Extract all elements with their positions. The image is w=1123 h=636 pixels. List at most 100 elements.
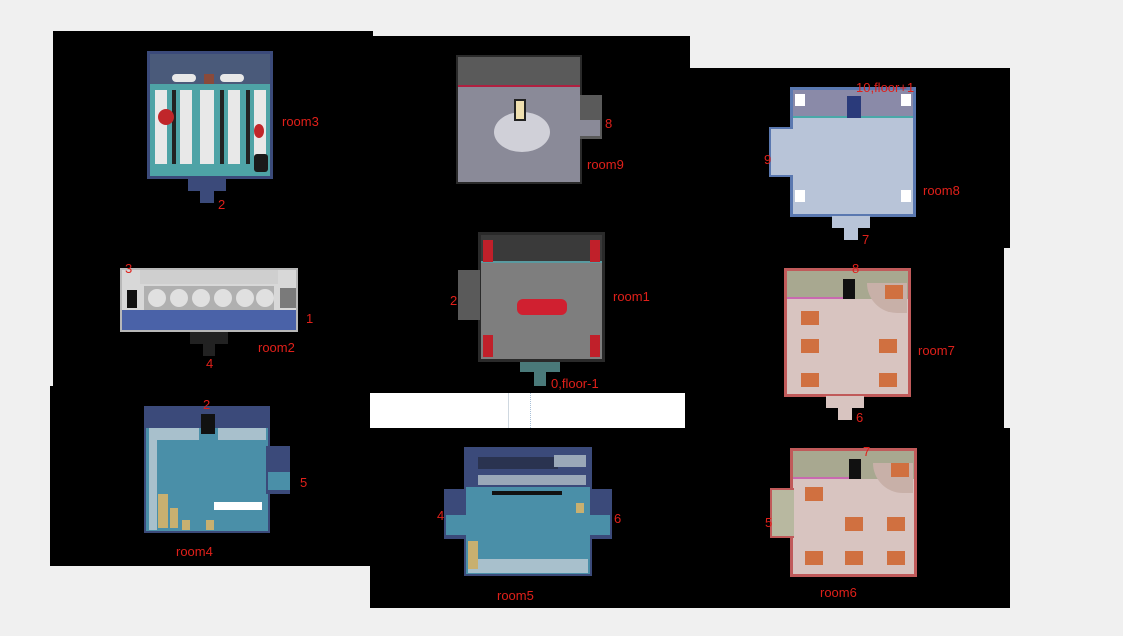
machine-icon [246, 90, 250, 164]
table-icon [805, 551, 823, 565]
room1-exit [520, 362, 560, 372]
room8-door-left: 9 [764, 152, 772, 167]
room3-map[interactable] [147, 51, 273, 179]
room6-map[interactable] [790, 448, 917, 577]
room2-side [280, 288, 296, 308]
door-icon [843, 279, 855, 299]
room6-door-top: 7 [863, 444, 871, 459]
counter [468, 559, 588, 573]
table-icon [887, 551, 905, 565]
bin-icon [254, 154, 268, 172]
room8-side [769, 127, 793, 177]
table-icon [891, 463, 909, 477]
room9-door-right: 8 [605, 116, 613, 131]
machine-icon [155, 90, 167, 164]
statue-icon [514, 99, 526, 121]
pillar-icon [901, 94, 911, 106]
map-panel-gap [685, 393, 695, 428]
fan-icon [236, 289, 254, 307]
pillar-icon [795, 94, 805, 106]
room8-door-top: 10,floor+1 [856, 80, 915, 95]
room2-wall [140, 270, 278, 284]
door-icon [849, 459, 861, 479]
fan-icon [170, 289, 188, 307]
room3-exit [200, 191, 214, 203]
room4-map[interactable] [144, 406, 270, 533]
room1-door-bottom: 0,floor-1 [551, 376, 599, 391]
box-icon [204, 74, 214, 84]
fan-icon [192, 289, 210, 307]
room4-door-top: 2 [203, 397, 211, 412]
blood-stain-icon [158, 109, 174, 125]
room1-exit [534, 372, 546, 386]
room3-label: room3 [282, 114, 319, 129]
table-icon [517, 299, 567, 315]
pillar-icon [483, 240, 493, 262]
room5-map[interactable] [464, 447, 592, 576]
room1-side [458, 270, 480, 320]
room2-door-bottom: 4 [206, 356, 214, 371]
table-icon [801, 373, 819, 387]
room6-side [770, 488, 794, 538]
table-icon [879, 339, 897, 353]
fan-icon [256, 289, 274, 307]
table-icon [879, 373, 897, 387]
crate-icon [468, 541, 478, 569]
room2-map[interactable] [120, 268, 298, 332]
shelf [554, 455, 586, 467]
divider-line [508, 393, 509, 428]
room8-label: room8 [923, 183, 960, 198]
counter [478, 475, 586, 485]
room9-wall-stripe [458, 85, 580, 87]
room2-door-topleft: 3 [125, 261, 133, 276]
stove-row [478, 457, 558, 469]
table-icon [845, 517, 863, 531]
table-icon [845, 551, 863, 565]
room7-wall-stripe [787, 297, 847, 299]
door-icon [201, 414, 215, 434]
room5-side-right-inner [590, 515, 610, 535]
room6-wall-stripe [793, 477, 853, 479]
room8-map[interactable] [790, 87, 916, 217]
room1-map[interactable] [478, 232, 605, 362]
door-icon [127, 290, 137, 308]
room1-wall-stripe [481, 261, 602, 263]
room6-door-left: 5 [765, 515, 773, 530]
counter [149, 440, 157, 530]
room1-wall [481, 235, 602, 263]
room9-label: room9 [587, 157, 624, 172]
room3-exit [188, 179, 226, 191]
blank-strip [370, 393, 685, 428]
table-icon [887, 517, 905, 531]
room6-label: room6 [820, 585, 857, 600]
pillar-icon [590, 240, 600, 262]
room7-door-bottom: 6 [856, 410, 864, 425]
room7-map[interactable] [784, 268, 911, 397]
room1-label: room1 [613, 289, 650, 304]
room8-door-bottom: 7 [862, 232, 870, 247]
room9-map[interactable] [456, 55, 582, 184]
room5-door-right: 6 [614, 511, 622, 526]
table-icon [801, 311, 819, 325]
room5-side-left-inner [446, 515, 466, 535]
machine-icon [228, 90, 240, 164]
room5-door-left: 4 [437, 508, 445, 523]
blood-stain-icon [254, 124, 264, 138]
table-icon [214, 502, 262, 510]
counter-rail [492, 491, 562, 495]
room5-label: room5 [497, 588, 534, 603]
crate-icon [576, 503, 584, 513]
table-icon [885, 285, 903, 299]
arrow-icon [220, 74, 244, 82]
machine-icon [200, 90, 214, 164]
table-icon [805, 487, 823, 501]
divider-line-dotted [530, 393, 531, 428]
table-icon [801, 339, 819, 353]
pillar-icon [483, 335, 493, 357]
fan-icon [148, 289, 166, 307]
room2-exit [203, 344, 215, 356]
counter [218, 428, 266, 440]
crate-icon [158, 494, 168, 528]
machine-icon [220, 90, 224, 164]
pillar-icon [901, 190, 911, 202]
